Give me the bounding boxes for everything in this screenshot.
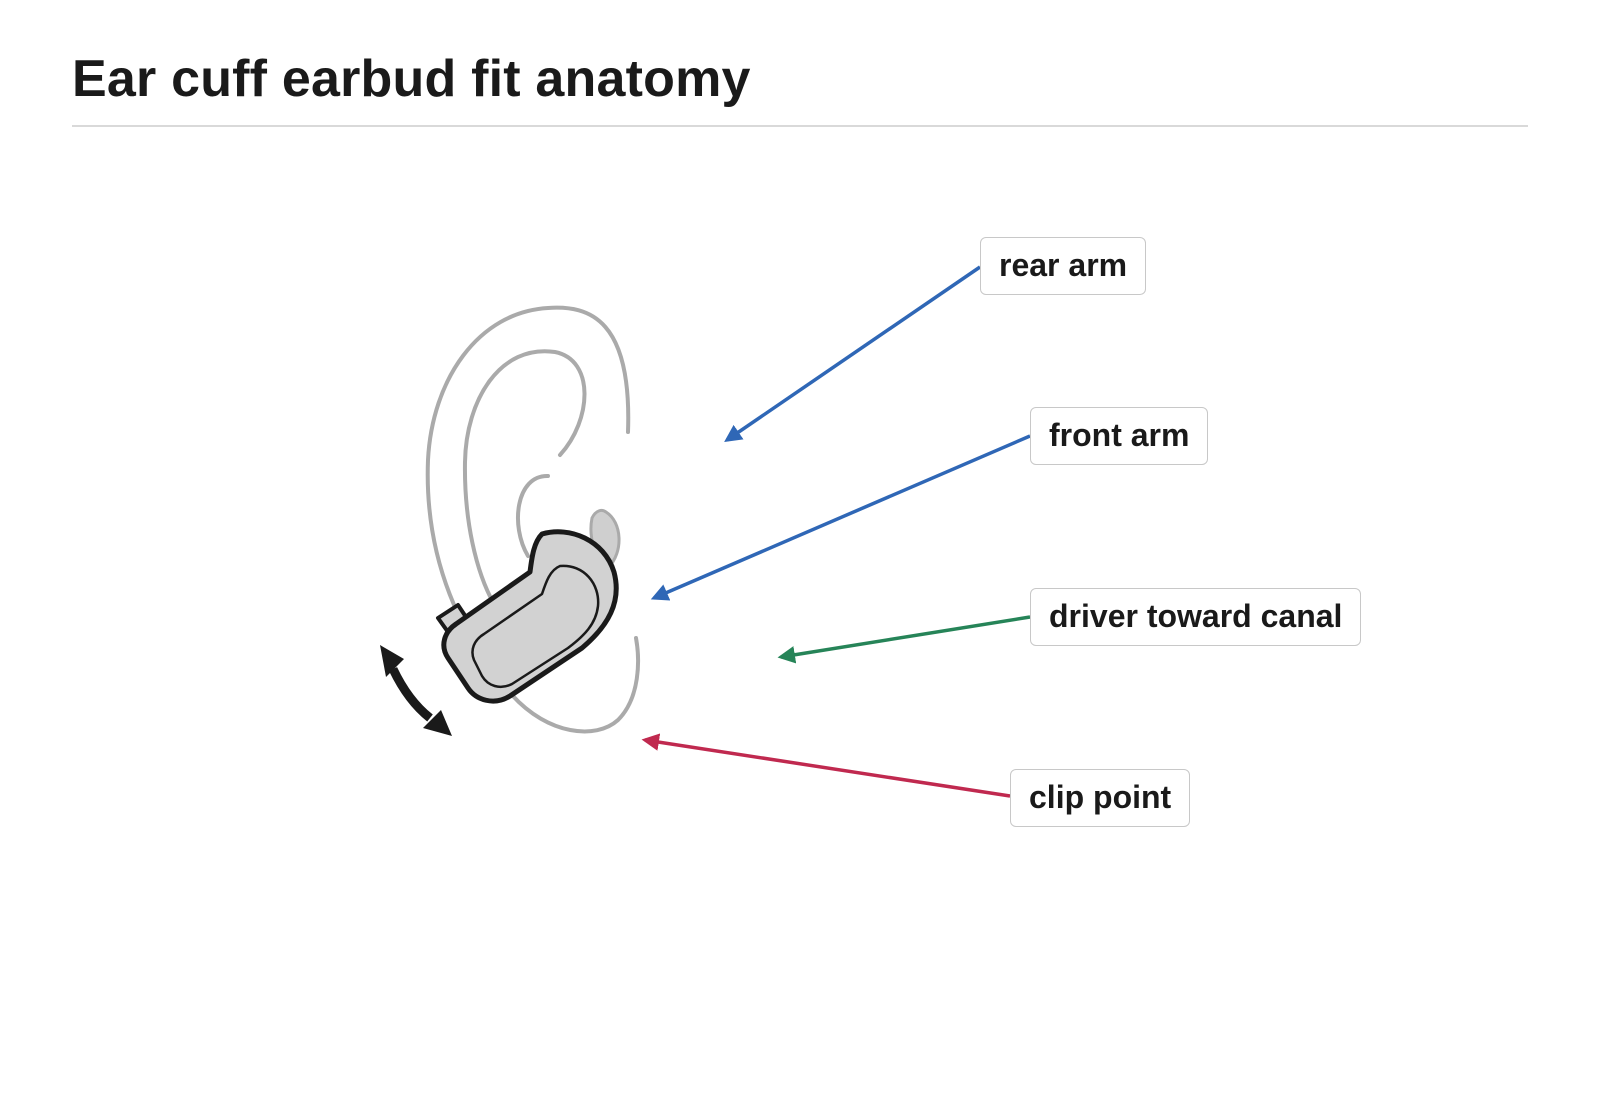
ear-illustration [425, 305, 641, 734]
callout-front-arm: front arm [1030, 407, 1209, 465]
earbud-cuff [436, 529, 619, 704]
callout-clip-point: clip point [1010, 769, 1191, 827]
earbud-face [471, 564, 600, 688]
callout-rear-arm: rear arm [980, 237, 1147, 295]
leader-rear-arm [724, 265, 981, 442]
title-divider [72, 125, 1528, 127]
earbud-body [441, 529, 619, 704]
callout-driver-toward-canal: driver toward canal [1030, 588, 1362, 646]
ear-antihelix [462, 349, 587, 606]
double-headed-curved-arrow-icon [380, 645, 452, 736]
page-title: Ear cuff earbud fit anatomy [72, 50, 751, 108]
ear-helix [425, 305, 641, 734]
leader-front-arm [650, 434, 1031, 601]
ear-concha [515, 473, 550, 558]
leader-driver [777, 615, 1031, 664]
leader-clip-point [641, 733, 1011, 798]
